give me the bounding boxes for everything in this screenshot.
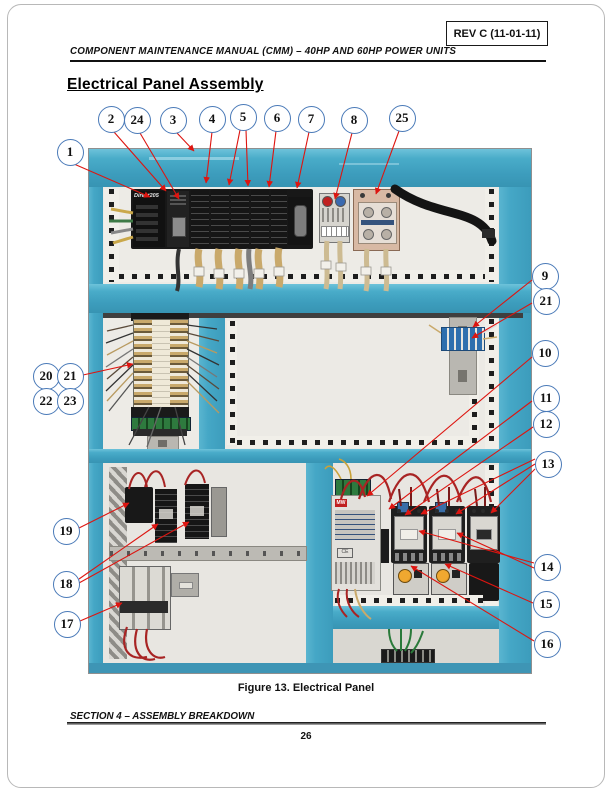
psu-vents	[335, 562, 375, 584]
plc-io-connector	[288, 197, 312, 245]
frame-highlight	[149, 157, 239, 160]
contactor-terminals	[433, 553, 461, 561]
revision-text: REV C (11-01-11)	[453, 27, 541, 40]
footer-rule	[67, 722, 546, 725]
heatsink	[381, 529, 389, 563]
mounting-bracket	[171, 573, 199, 597]
contactor-terminals	[395, 553, 423, 561]
page-title: Electrical Panel Assembly	[67, 76, 264, 93]
reset-button	[414, 570, 422, 578]
terminal-strip-cap	[131, 313, 189, 321]
plc-io-module-2	[211, 190, 229, 248]
mounting-strip	[237, 436, 471, 448]
panel-frame-divider	[199, 318, 225, 449]
dial	[363, 229, 374, 240]
plc-cpu-leds	[170, 195, 186, 205]
mounting-strip	[104, 189, 119, 282]
terminal-row	[170, 320, 188, 408]
ground-terminal-strip	[381, 649, 435, 663]
plc-brand-label: Direct205	[134, 193, 159, 199]
psu-brand-badge: MW	[335, 499, 347, 507]
terminal-strip-20	[133, 319, 189, 409]
terminal-row	[134, 320, 152, 408]
contactor-edge	[211, 487, 227, 537]
page-border	[7, 4, 605, 788]
ce-mark: CE	[337, 548, 353, 558]
mounting-strip	[485, 319, 498, 449]
contactor-2	[429, 502, 465, 563]
frame-shadow	[103, 313, 523, 318]
relay-module-8	[319, 193, 350, 243]
din-slot	[458, 370, 467, 382]
ssr-18b	[185, 484, 209, 539]
plc-cpu	[167, 191, 189, 247]
figure-caption: Figure 13. Electrical Panel	[237, 682, 375, 694]
ssr-label	[190, 506, 204, 516]
header-rule	[70, 60, 546, 62]
page-number: 26	[300, 731, 312, 742]
blue-dial	[335, 196, 346, 207]
screw	[386, 193, 391, 198]
footer-section: SECTION 4 – ASSEMBLY BREAKDOWN	[70, 711, 255, 722]
terminal-strip-end	[131, 407, 189, 417]
terminal-blocks-21	[441, 327, 485, 351]
dsub-connector	[294, 205, 307, 237]
plc-io-module-3	[231, 190, 249, 248]
ssr-18a	[155, 489, 177, 543]
mounting-strip	[227, 321, 237, 445]
psu-label	[335, 510, 375, 540]
plc-io-module-1	[191, 190, 209, 248]
din-rail	[109, 546, 307, 561]
relay-terminals	[321, 226, 349, 237]
relay-fins	[322, 208, 346, 222]
plc-psu-terminals	[136, 205, 158, 241]
overload-relay-2	[431, 563, 467, 595]
panel-frame-lower-bar	[89, 449, 531, 463]
reset-button	[452, 570, 460, 578]
power-supply: MW CE	[331, 495, 381, 591]
mounting-strip	[485, 189, 498, 282]
panel-frame-lower-right-bar	[333, 606, 499, 629]
din-slot	[158, 440, 167, 447]
contactor-3	[467, 506, 500, 563]
screw	[360, 193, 365, 198]
module-label	[361, 220, 394, 225]
dial	[381, 229, 392, 240]
overload-relay-1	[393, 563, 429, 595]
terminal-row	[152, 320, 170, 408]
breaker-toggle-row	[120, 601, 168, 613]
panel-frame-mid-bar	[89, 284, 531, 313]
ssr-label	[159, 509, 173, 519]
psu-input-terminal	[335, 479, 371, 496]
manual-header: COMPONENT MAINTENANCE MANUAL (CMM) – 40H…	[70, 46, 457, 57]
plc-io-module-5	[271, 190, 287, 248]
panel-frame-left-bar	[89, 187, 103, 673]
frame-highlight	[339, 163, 399, 165]
revision-box: REV C (11-01-11)	[446, 21, 548, 46]
plc-io-module-4	[251, 190, 269, 248]
panel-frame-bottom-bar	[89, 663, 531, 673]
terminal-strip-base	[133, 429, 187, 436]
panel-frame-right-bar	[499, 187, 531, 673]
dial	[363, 207, 374, 218]
circuit-breaker-17	[119, 566, 171, 630]
contactor-1	[391, 502, 427, 563]
mounting-strip	[119, 270, 485, 282]
panel-frame-top-bar	[89, 149, 531, 187]
relay-19	[125, 487, 153, 523]
module-face	[358, 202, 397, 244]
electrical-panel-photo: Direct205	[88, 148, 532, 674]
bracket-slot	[179, 582, 193, 589]
mounting-strip	[335, 595, 483, 606]
ssr-module-25	[353, 189, 400, 251]
red-dial	[322, 196, 333, 207]
plc-cpu-port	[172, 217, 186, 237]
plc-power-supply: Direct205	[133, 191, 165, 247]
dial	[381, 207, 392, 218]
panel-frame-divider	[306, 463, 333, 663]
